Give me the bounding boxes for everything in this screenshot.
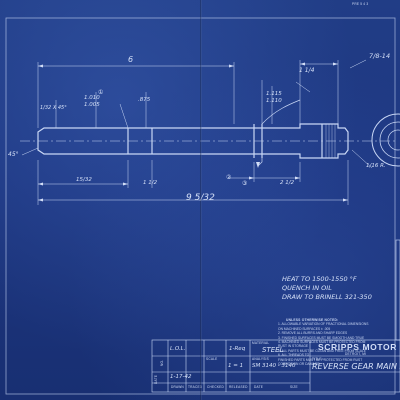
released-label: RELEASED: [229, 385, 248, 389]
heat-treat-line-1: HEAT TO 1500-1550 °F: [282, 275, 357, 283]
heat-treat-line-2: QUENCH IN OIL: [282, 284, 332, 292]
material-value: STEEL: [262, 346, 284, 354]
side-number-label: NO.: [160, 359, 164, 366]
quantity-value: 1-Req: [229, 346, 246, 352]
groove-curve: [257, 99, 301, 167]
reference-value: L.O.L.: [170, 346, 186, 352]
callout-3: ③: [242, 180, 248, 187]
lower-right-dimension: 2 1/2: [280, 180, 295, 186]
diameter-a-dimension: 1.010: [84, 95, 100, 101]
scale-label: SCALE: [206, 357, 218, 361]
notes-heading: UNLESS OTHERWISE NOTED:: [286, 318, 339, 322]
material-spec: SM 3140 - 3140: [252, 363, 296, 369]
drawn-label: DRAWN: [171, 385, 184, 389]
callout-2: ②: [226, 174, 232, 181]
diameter-c-dimension: 1.115: [266, 91, 282, 97]
material-label: MATERIAL: [252, 341, 270, 345]
heat-treat-line-3: DRAW TO BRINELL 321-350: [282, 293, 372, 301]
left-angle-label: 45°: [8, 151, 19, 158]
drawing-date: 1-17-42: [170, 374, 192, 380]
diameter-b-dimension: .875: [138, 97, 151, 103]
note-line: CORROSION OR DAMAGE: [278, 362, 320, 367]
callout-1: ①: [98, 89, 104, 96]
dimension-arrows: [38, 62, 348, 202]
note-line: 3. FINISHED SURFACES MUST BE SMOOTH AND …: [278, 335, 365, 340]
upper-span-dimension: 6: [128, 55, 134, 64]
right-radius-note: 1/16 R.: [366, 163, 386, 169]
note-line: ON MACHINED SURFACES ± .005: [278, 326, 331, 331]
thread-spec-label: 7/8-14: [369, 52, 391, 60]
traced-label: TRACED: [188, 385, 203, 389]
title-label: TITLE: [312, 357, 322, 361]
note-line: 4. MACHINED SURFACES MUST BE PROTECTED F…: [278, 340, 366, 345]
lower-mid-dimension: 1 1/2: [143, 180, 158, 186]
sheet-code: PRE 5 4 3: [352, 2, 369, 6]
leader-lines: [21, 59, 373, 169]
checked-label: CHECKED: [207, 385, 224, 389]
shaft-outline: [37, 123, 349, 159]
company-name: SCRIPPS MOTOR: [318, 342, 397, 352]
upper-right-dimension: 1 1/4: [299, 67, 315, 74]
chamfer-label: 1/32 X 45°: [40, 105, 67, 111]
diameter-a2-dimension: 1.005: [84, 102, 100, 108]
overall-length-dimension: 9 5/32: [186, 193, 215, 203]
end-view: [371, 113, 400, 167]
analysis-label: ANALYSIS: [252, 357, 269, 361]
title-block-grid: [151, 239, 400, 393]
general-notes: UNLESS OTHERWISE NOTED: 1. ALLOWABLE VAR…: [278, 318, 398, 366]
note-line: 5. ALL PARTS MUST BE CLEAN AND FREE FROM…: [278, 348, 367, 353]
note-line: 6. ALL THREADS TO: [278, 353, 310, 358]
note-line: RUST IN STORAGE: [278, 344, 309, 349]
part-title: REVERSE GEAR MAIN S: [312, 362, 400, 371]
dimension-lines: [37, 60, 349, 205]
scale-value: 1 = 1: [228, 363, 244, 369]
note-line: FINISHED PARTS MUST BE PROTECTED FROM RU…: [278, 357, 363, 362]
note-line: 1. ALLOWABLE VARIATION OF FRACTIONAL DIM…: [278, 322, 369, 327]
date-label: DATE: [254, 385, 264, 389]
note-line: 2. REMOVE ALL BURRS AND SHARP EDGES: [278, 331, 348, 336]
size-label: SIZE: [290, 385, 298, 389]
lower-left-dimension: 15/32: [76, 177, 92, 183]
diameter-c2-dimension: 1.110: [266, 98, 282, 104]
company-city: DETROIT, MI: [345, 352, 367, 356]
side-date-label: DATE: [154, 374, 158, 384]
thread-hatching: [325, 124, 336, 158]
